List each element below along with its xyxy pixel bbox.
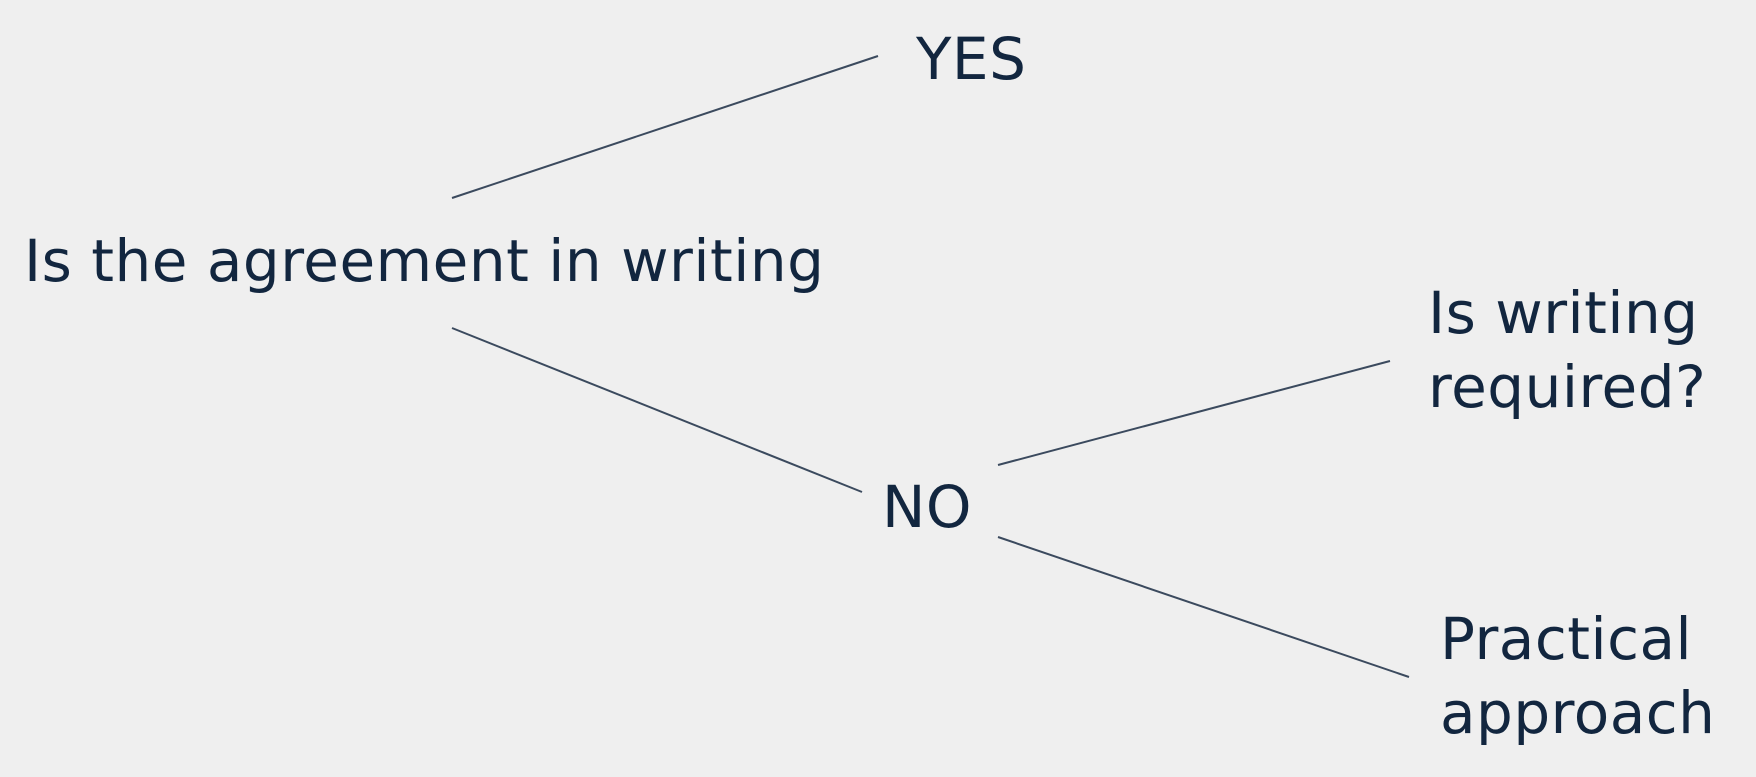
writing-required-line-2: required? xyxy=(1428,353,1707,421)
connector-no-to-writing-required xyxy=(997,360,1391,466)
connector-root-to-yes xyxy=(451,55,879,199)
root-question-node: Is the agreement in writing xyxy=(24,224,824,298)
practical-approach-outcome-node: Practical approach xyxy=(1440,602,1715,750)
practical-approach-line-2: approach xyxy=(1440,679,1716,747)
yes-answer-node: YES xyxy=(916,22,1026,96)
yes-answer-text: YES xyxy=(916,25,1027,93)
practical-approach-line-1: Practical xyxy=(1440,605,1693,673)
writing-required-question-node: Is writing required? xyxy=(1428,276,1706,424)
no-answer-text: NO xyxy=(882,473,973,541)
connector-root-to-no xyxy=(451,327,863,493)
no-answer-node: NO xyxy=(882,470,972,544)
connector-no-to-practical-approach xyxy=(997,536,1410,678)
root-question-text: Is the agreement in writing xyxy=(24,227,825,295)
writing-required-line-1: Is writing xyxy=(1428,279,1699,347)
